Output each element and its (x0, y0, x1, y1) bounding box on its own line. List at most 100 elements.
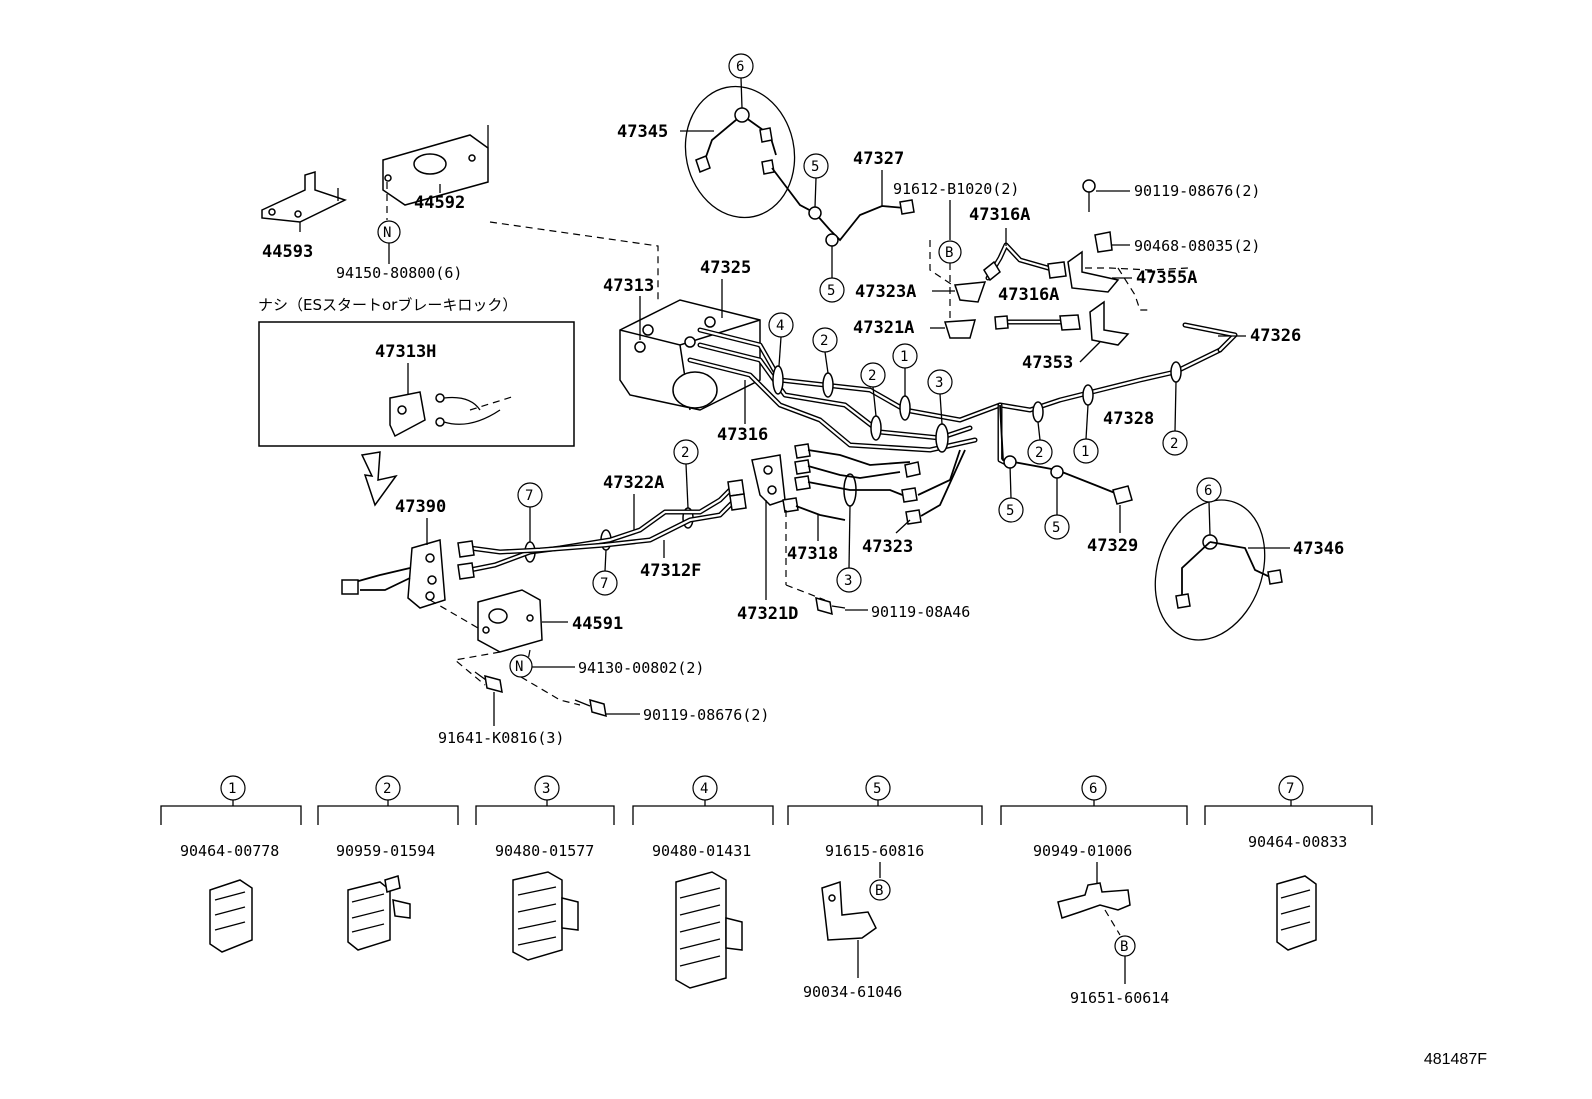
label-47323A: 47323A (855, 282, 916, 302)
label-47325: 47325 (700, 258, 751, 278)
hose-circle-47346 (1154, 499, 1266, 641)
bracket-47321A (944, 319, 977, 339)
label-47328: 47328 (1103, 409, 1154, 429)
variant-note: ナシ（ESスタートorブレーキロック） (258, 296, 517, 314)
legend-part-2: 90959-01594 (336, 842, 435, 860)
legend-item-6: 6 90949-01006 B 91651-60614 (1000, 775, 1188, 1007)
bracket-47323A (953, 281, 987, 303)
bracket-44591 (477, 589, 543, 653)
svg-text:N: N (383, 225, 391, 241)
pipe-47327 (771, 167, 915, 247)
callout-3-pipe: 3 (836, 505, 862, 593)
label-47313: 47313 (603, 276, 654, 296)
pipe-47316A-upper (983, 242, 1067, 282)
legend-part-5: 91615-60816 (825, 842, 924, 860)
callout-5-pipe-a: 5 (998, 464, 1024, 523)
svg-text:B: B (945, 245, 953, 261)
legend-part-1: 90464-00778 (180, 842, 279, 860)
svg-text:3: 3 (542, 781, 550, 797)
svg-text:3: 3 (844, 573, 852, 589)
label-47327: 47327 (853, 149, 904, 169)
svg-text:5: 5 (1052, 520, 1060, 536)
callout-1-bundle-a: 1 (892, 343, 918, 396)
callout-7-pipe-a: 7 (517, 482, 543, 542)
svg-text:4: 4 (700, 781, 708, 797)
legend-item-2: 2 90959-01594 (317, 775, 459, 951)
legend-item-7: 7 90464-00833 (1204, 775, 1373, 951)
callout-7-pipe-b: 7 (592, 549, 618, 596)
clamp-icon-1 (209, 879, 253, 953)
label-47329: 47329 (1087, 536, 1138, 556)
callout-5-top-a: 5 (803, 153, 829, 208)
bolt-91641 (474, 671, 503, 694)
label-47316A-upper: 47316A (969, 205, 1030, 225)
legend-item-1: 1 90464-00778 (160, 775, 302, 953)
label-44593: 44593 (262, 242, 313, 262)
nut-90468 (1094, 231, 1113, 253)
bracket-47353 (1089, 300, 1130, 346)
callout-6-right: 6 (1196, 477, 1222, 536)
label-47312F: 47312F (640, 561, 701, 581)
hose-47346 (1175, 534, 1283, 609)
label-47316A-lower: 47316A (998, 285, 1059, 305)
label-47355A: 47355A (1136, 268, 1197, 288)
label-47390: 47390 (395, 497, 446, 517)
label-47318: 47318 (787, 544, 838, 564)
callout-3-bundle-a: 3 (927, 369, 953, 425)
legend-item-4: 4 90480-01431 (632, 775, 774, 989)
svg-text:1: 1 (1081, 444, 1089, 460)
arrow-to-47390 (360, 451, 398, 507)
label-47321D: 47321D (737, 604, 798, 624)
variant-box (258, 321, 575, 447)
label-47346: 47346 (1293, 539, 1344, 559)
callout-2-bundle-a: 2 (812, 327, 838, 374)
label-47353: 47353 (1022, 353, 1073, 373)
callout-2-pipe-a: 2 (673, 439, 699, 509)
callout-1-bundle-b: 1 (1073, 404, 1099, 464)
legend-part-3: 90480-01577 (495, 842, 594, 860)
clamp-icon-3 (512, 871, 579, 961)
label-47316: 47316 (717, 425, 768, 445)
bolt-90119-08676-top (1082, 179, 1096, 212)
label-47323: 47323 (862, 537, 913, 557)
label-44591: 44591 (572, 614, 623, 634)
fittings-47323 (901, 449, 966, 525)
svg-text:B: B (875, 883, 883, 899)
label-90119-08676-bottom: 90119-08676(2) (643, 706, 769, 724)
svg-text:B: B (1120, 939, 1128, 955)
legend-part-4: 90480-01431 (652, 842, 751, 860)
label-94130-00802: 94130-00802(2) (578, 659, 704, 677)
label-90468-08035: 90468-08035(2) (1134, 237, 1260, 255)
pipe-bundle (687, 322, 1238, 468)
clamp-icon-4 (675, 871, 743, 989)
legend-part-7: 90464-00833 (1248, 833, 1347, 851)
svg-text:2: 2 (1035, 445, 1043, 461)
legend-subpart-5: 90034-61046 (803, 983, 902, 1001)
callout-N-bottom: N (509, 654, 533, 678)
label-47345: 47345 (617, 122, 668, 142)
pipe-47322A (457, 479, 747, 580)
svg-text:3: 3 (935, 375, 943, 391)
svg-text:7: 7 (525, 488, 533, 504)
callout-B-mid: B (938, 240, 962, 264)
clip-icon-6 (1057, 882, 1131, 919)
svg-text:6: 6 (1089, 781, 1097, 797)
svg-text:2: 2 (383, 781, 391, 797)
svg-text:1: 1 (900, 349, 908, 365)
bolt-90119-08676-bottom (574, 698, 607, 718)
label-47326: 47326 (1250, 326, 1301, 346)
variant-valve-47313H (389, 391, 516, 438)
bracket-47355A (1067, 250, 1120, 293)
callout-2-bundle-d: 2 (1162, 381, 1188, 456)
pipe-47329 (999, 404, 1133, 505)
label-94150-80800: 94150-80800(6) (336, 264, 462, 282)
abs-actuator-47313 (619, 299, 761, 411)
svg-text:5: 5 (1006, 503, 1014, 519)
label-47313H: 47313H (375, 342, 436, 362)
svg-text:4: 4 (776, 318, 784, 334)
label-47322A: 47322A (603, 473, 664, 493)
legend-subpart-6: 91651-60614 (1070, 989, 1169, 1007)
hose-circle-47345 (684, 85, 796, 219)
svg-text:2: 2 (820, 333, 828, 349)
pipe-47316A-lower (994, 314, 1081, 331)
